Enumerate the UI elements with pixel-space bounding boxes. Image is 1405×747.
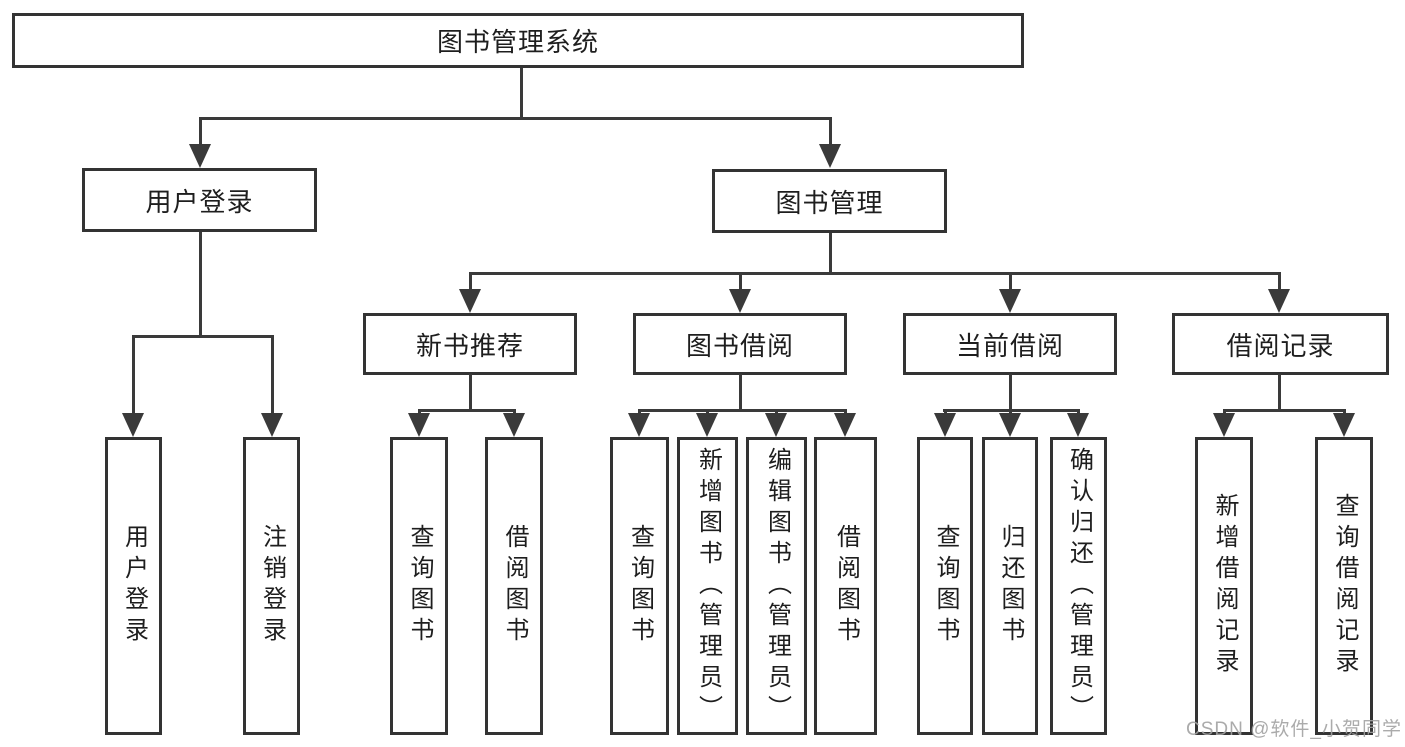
arrowhead-down-icon [696,413,718,437]
connector [513,409,516,415]
leaf-label: 用户登录 [120,524,148,648]
connector [469,272,1280,275]
arrowhead-down-icon [459,289,481,313]
node-label: 新书推荐 [415,330,524,361]
node-label: 用户登录 [145,186,254,217]
connector [1278,374,1281,409]
arrowhead-down-icon [1213,413,1235,437]
node-user-login: 用户登录 [82,168,317,232]
leaf-add-book-admin: 新增图书（管理员） [677,437,738,735]
leaf-label: 查询借阅记录 [1331,493,1358,679]
leaf-confirm-return-admin: 确认归还（管理员） [1050,437,1107,735]
arrowhead-down-icon [1268,289,1290,313]
node-label: 当前借阅 [955,330,1064,361]
leaf-label: 查询图书 [406,524,433,648]
node-root-label: 图书管理系统 [436,27,599,57]
connector [1009,409,1012,415]
node-label: 图书管理 [775,187,884,218]
arrowhead-down-icon [261,413,283,437]
leaf-label: 确认归还（管理员） [1065,446,1093,726]
arrowhead-down-icon [1067,413,1089,437]
arrowhead-down-icon [729,289,751,313]
connector [1077,409,1080,415]
connector [829,117,832,147]
leaf-label: 借阅图书 [501,524,528,648]
connector [1343,409,1346,415]
connector [739,374,742,409]
node-borrow-record: 借阅记录 [1172,313,1389,375]
connector [418,409,515,412]
arrowhead-down-icon [1333,413,1355,437]
leaf-query-borrow-record: 查询借阅记录 [1315,437,1373,735]
connector [739,272,742,291]
connector [132,335,135,415]
connector [775,409,778,415]
connector [1278,272,1281,291]
leaf-user-login: 用户登录 [105,437,162,735]
connector [418,409,421,415]
connector [638,409,846,412]
connector [944,409,947,415]
leaf-return-book: 归还图书 [982,437,1038,735]
node-root: 图书管理系统 [12,13,1024,68]
connector [1223,409,1345,412]
leaf-label: 注销登录 [258,524,286,648]
node-book-borrow: 图书借阅 [633,313,847,375]
leaf-label: 新增借阅记录 [1211,493,1238,679]
node-current-borrow: 当前借阅 [903,313,1117,375]
arrowhead-down-icon [122,413,144,437]
leaf-add-borrow-record: 新增借阅记录 [1195,437,1253,735]
connector [469,374,472,409]
arrowhead-down-icon [628,413,650,437]
arrowhead-down-icon [189,144,211,168]
connector [829,233,832,272]
csdn-watermark: CSDN @软件_小贺同学 [1186,719,1402,740]
leaf-label: 查询图书 [932,524,959,648]
leaf-label: 归还图书 [997,524,1024,648]
arrowhead-down-icon [819,144,841,168]
node-book-management: 图书管理 [712,169,947,233]
connector [706,409,709,415]
leaf-query-current: 查询图书 [917,437,973,735]
leaf-borrow-book-recommend: 借阅图书 [485,437,543,735]
leaf-query-book: 查询图书 [610,437,669,735]
connector [199,117,202,147]
connector [1223,409,1226,415]
leaf-query-book-recommend: 查询图书 [390,437,448,735]
connector [271,335,274,415]
leaf-label: 编辑图书（管理员） [763,446,791,726]
arrowhead-down-icon [834,413,856,437]
connector [469,272,472,291]
leaf-logout: 注销登录 [243,437,300,735]
node-label: 图书借阅 [685,330,794,361]
connector [199,232,202,335]
node-new-book-recommend: 新书推荐 [363,313,577,375]
connector [199,117,831,120]
leaf-label: 借阅图书 [832,524,860,648]
leaf-borrow-book: 借阅图书 [814,437,877,735]
node-label: 借阅记录 [1226,330,1335,361]
connector [1009,374,1012,409]
connector [638,409,641,415]
connector [132,335,273,338]
arrowhead-down-icon [999,413,1021,437]
arrowhead-down-icon [503,413,525,437]
connector [1009,272,1012,291]
leaf-edit-book-admin: 编辑图书（管理员） [746,437,807,735]
connector [844,409,847,415]
leaf-label: 新增图书（管理员） [694,446,722,726]
arrowhead-down-icon [765,413,787,437]
arrowhead-down-icon [408,413,430,437]
connector [520,68,523,117]
arrowhead-down-icon [934,413,956,437]
arrowhead-down-icon [999,289,1021,313]
leaf-label: 查询图书 [626,524,654,648]
